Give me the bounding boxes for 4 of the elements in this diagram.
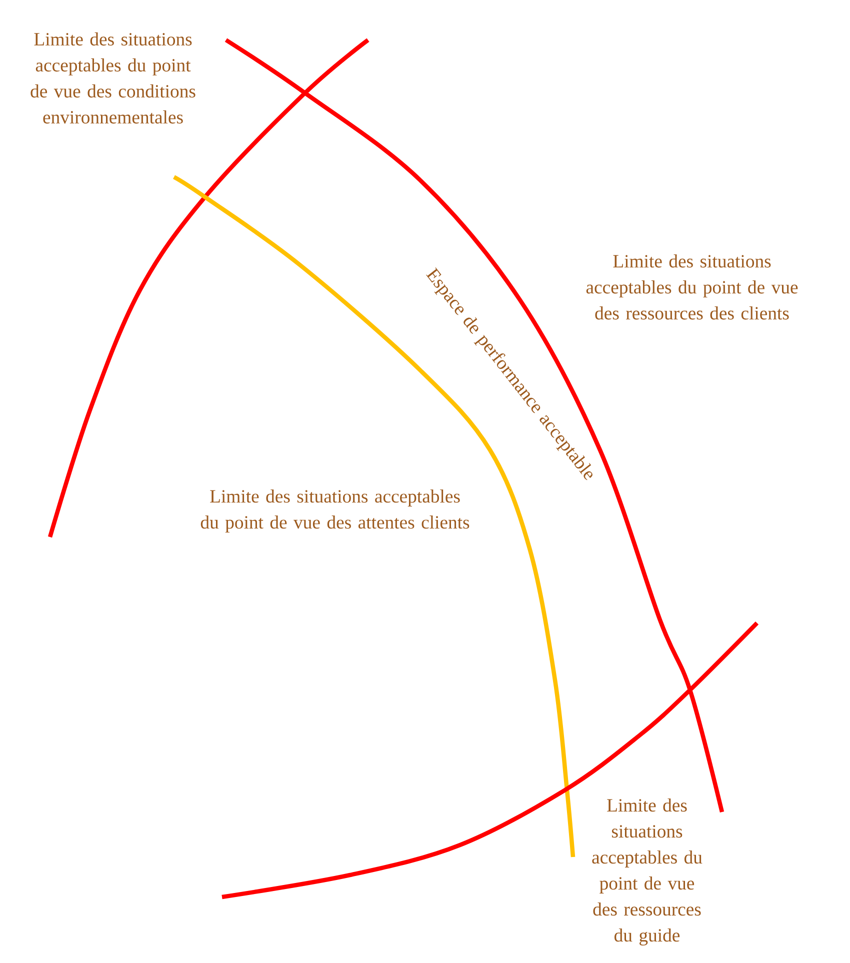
region-label: Limite des situations acceptables du point de vue des ressources des clients: [586, 254, 798, 320]
region-label: Limite des situations acceptables du point de vue des ressources du guide: [592, 798, 702, 946]
region-label: Limite des situations acceptables du point de vue des attentes clients: [200, 490, 470, 532]
region-label: Limite des situations acceptables du point de vue des conditions environnementales: [30, 32, 196, 124]
